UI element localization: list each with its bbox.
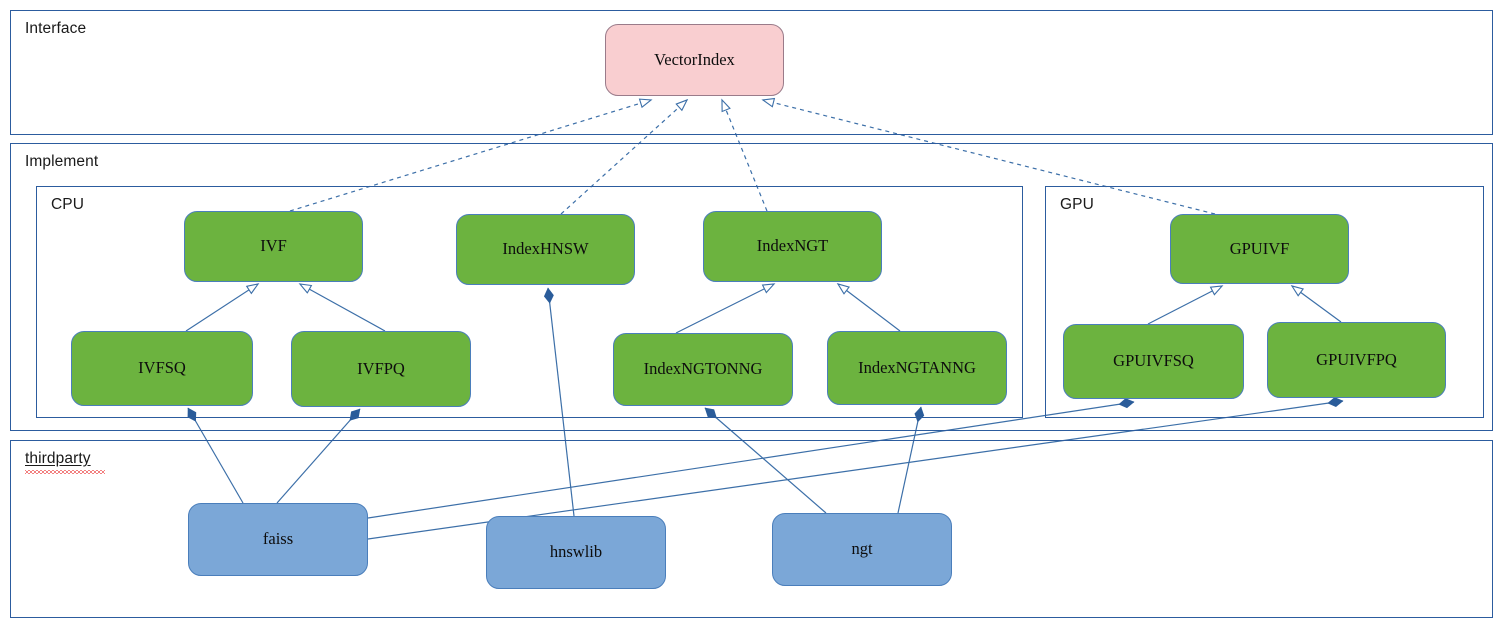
container-label-implement: Implement [25, 153, 99, 170]
node-label: VectorIndex [654, 49, 735, 69]
node-indexngtonng[interactable]: IndexNGTONNG [613, 333, 793, 406]
node-label: faiss [262, 529, 294, 549]
node-ngt[interactable]: ngt [772, 513, 952, 586]
node-label: GPUIVFSQ [1113, 351, 1194, 371]
container-cpu [36, 186, 1023, 418]
node-label: IndexNGTANNG [858, 357, 976, 377]
node-gpuivfpq[interactable]: GPUIVFPQ [1267, 322, 1446, 398]
container-implement [10, 143, 1493, 431]
node-gpuivfsq[interactable]: GPUIVFSQ [1063, 324, 1244, 399]
node-label: IVF [260, 236, 287, 256]
node-hnswlib[interactable]: hnswlib [486, 516, 666, 589]
container-interface [10, 10, 1493, 135]
node-label: IVFPQ [357, 358, 405, 378]
node-label: ngt [851, 539, 873, 559]
node-label: hnswlib [549, 542, 603, 562]
node-label: IndexNGTONNG [643, 359, 763, 379]
node-ivf[interactable]: IVF [184, 211, 363, 282]
container-label-interface: Interface [25, 20, 87, 37]
node-label: GPUIVFPQ [1316, 349, 1397, 369]
node-indexngt[interactable]: IndexNGT [703, 211, 882, 282]
node-label: IndexNGT [756, 236, 829, 256]
node-gpuivf[interactable]: GPUIVF [1170, 214, 1349, 284]
node-vectorindex[interactable]: VectorIndex [605, 24, 784, 96]
node-ivfpq[interactable]: IVFPQ [291, 331, 471, 407]
container-label-gpu: GPU [1060, 196, 1094, 213]
container-label-cpu: CPU [51, 196, 85, 213]
node-indexngtanng[interactable]: IndexNGTANNG [827, 331, 1007, 405]
container-thirdparty [10, 440, 1493, 618]
node-ivfsq[interactable]: IVFSQ [71, 331, 253, 406]
node-label: IVFSQ [138, 358, 186, 378]
container-label-thirdparty: thirdparty [25, 450, 91, 467]
spellcheck-underline [25, 470, 105, 474]
node-indexhnsw[interactable]: IndexHNSW [456, 214, 635, 285]
node-label: GPUIVF [1229, 238, 1290, 258]
node-faiss[interactable]: faiss [188, 503, 368, 576]
container-gpu [1045, 186, 1484, 418]
node-label: IndexHNSW [502, 239, 589, 259]
